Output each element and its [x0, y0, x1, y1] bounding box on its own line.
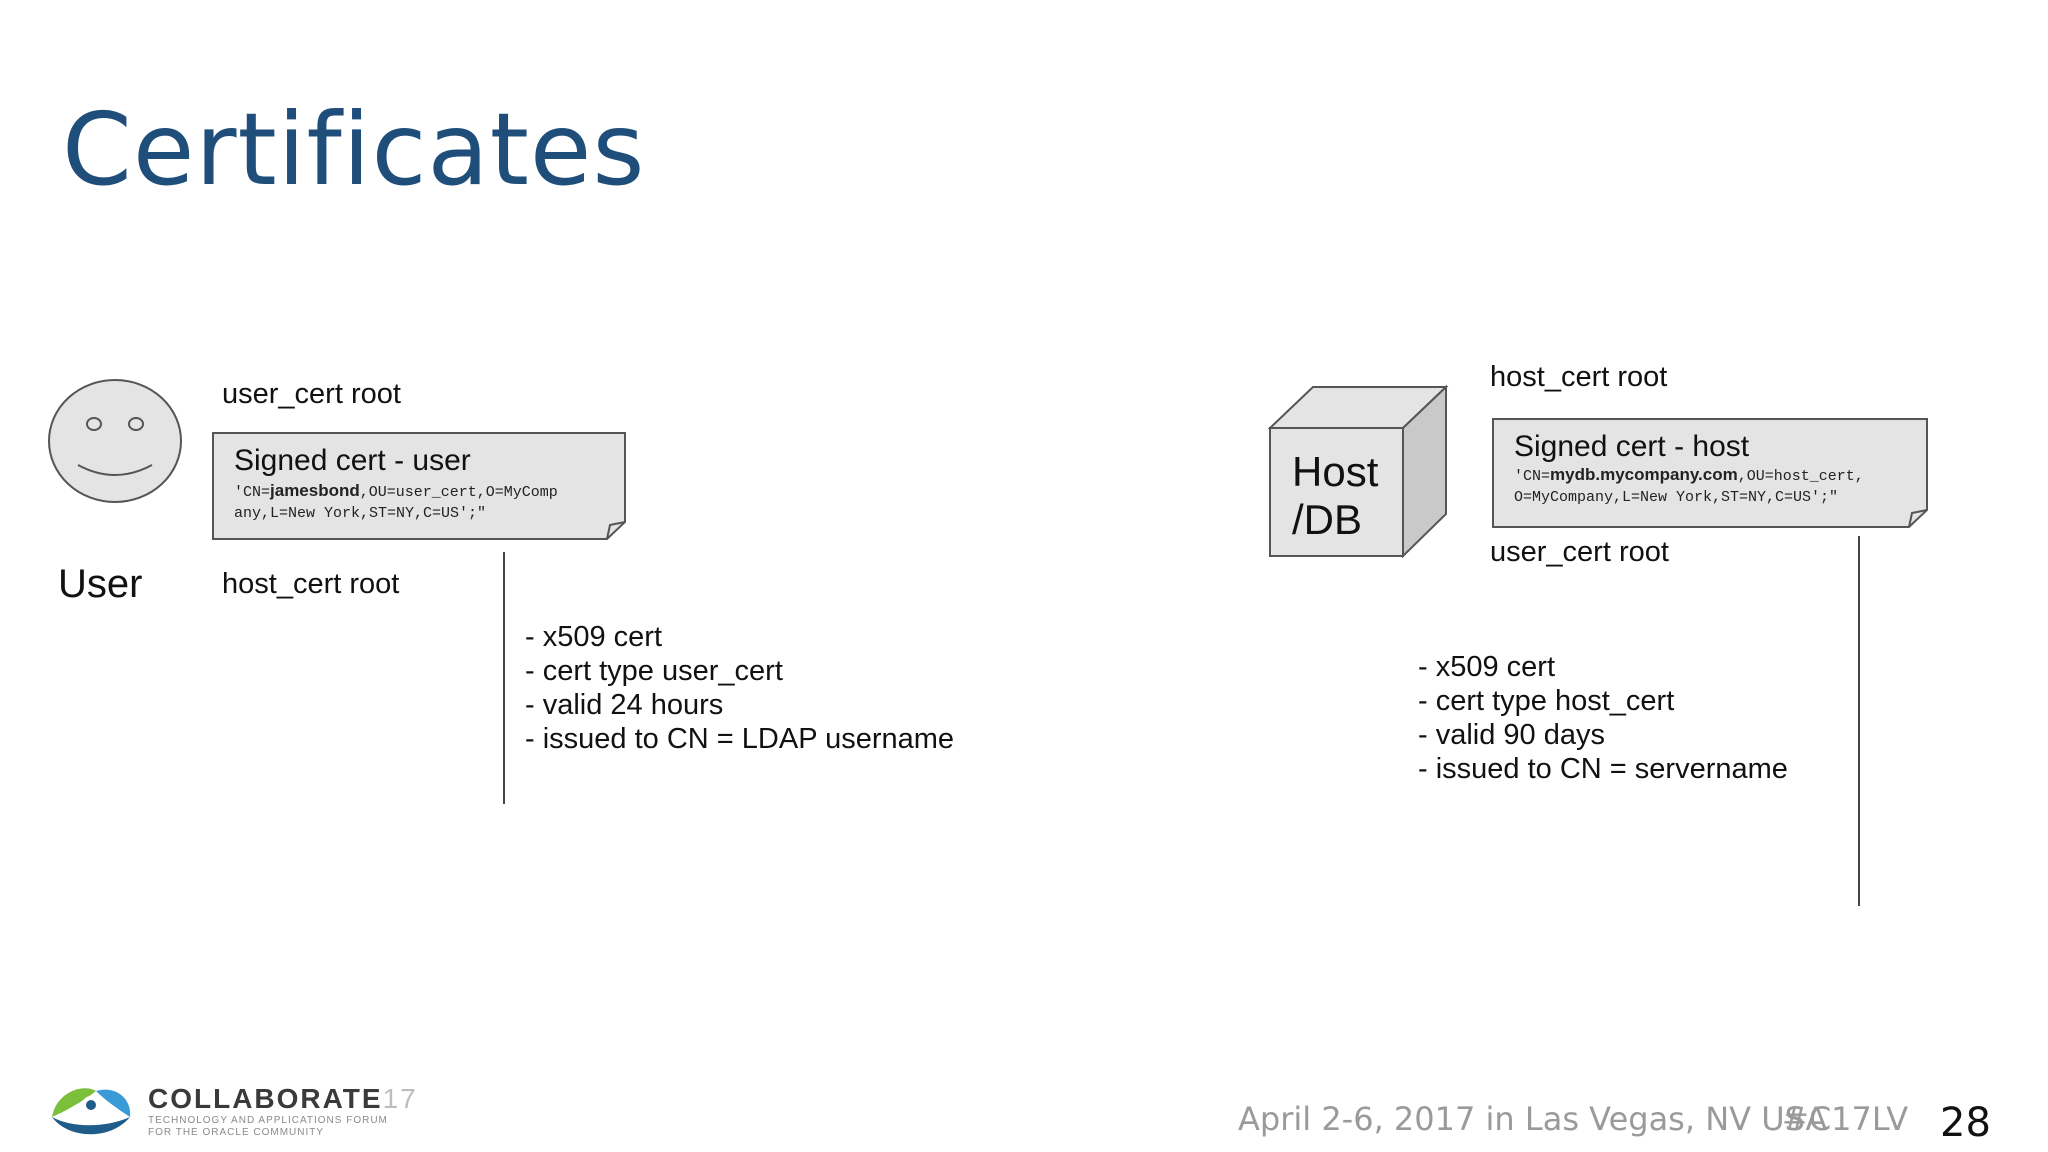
collaborate-logo: COLLABORATE17 TECHNOLOGY AND APPLICATION…	[48, 1075, 448, 1145]
host-bullets: - x509 cert - cert type host_cert - vali…	[1418, 650, 1788, 786]
logo-sub-line2: FOR THE ORACLE COMMUNITY	[148, 1127, 325, 1138]
page-number: 28	[1940, 1100, 1991, 1146]
user-cert-line2: any,L=New York,ST=NY,C=US';"	[234, 505, 487, 522]
user-divider-line	[503, 552, 505, 804]
user-cert-cn-prefix: 'CN=	[234, 484, 271, 501]
user-label: User	[58, 562, 143, 606]
logo-word: COLLABORATE	[148, 1083, 383, 1114]
logo-sub-line1: TECHNOLOGY AND APPLICATIONS FORUM	[148, 1115, 388, 1126]
host-cert-title: Signed cert - host	[1514, 430, 1750, 463]
host-root-top: host_cert root	[1490, 361, 1668, 393]
user-signed-cert: Signed cert - user 'CN=jamesbond,OU=user…	[212, 432, 626, 540]
host-cert-cn: mydb.mycompany.com	[1550, 465, 1738, 484]
host-cert-line2: O=MyCompany,L=New York,ST=NY,C=US';"	[1514, 489, 1839, 506]
user-cert-title: Signed cert - user	[234, 444, 471, 477]
user-bullet: - issued to CN = LDAP username	[525, 723, 955, 755]
host-bullet: - x509 cert	[1418, 651, 1555, 683]
host-cert-cn-prefix: 'CN=	[1514, 468, 1551, 485]
page-title: Certificates	[62, 91, 646, 208]
host-bullet: - cert type host_cert	[1418, 685, 1675, 717]
logo-subtitle: TECHNOLOGY AND APPLICATIONS FORUM FOR TH…	[148, 1115, 388, 1139]
footer-hashtag: #C17LV	[1782, 1100, 1909, 1138]
user-root-bottom: host_cert root	[222, 568, 400, 600]
host-divider-line	[1858, 536, 1860, 906]
host-cert-ou: ,OU=host_cert,	[1737, 468, 1864, 485]
user-bullet: - cert type user_cert	[525, 655, 783, 687]
host-bullet: - issued to CN = servername	[1418, 753, 1788, 785]
host-label: Host /DB	[1292, 448, 1378, 544]
collaborate-logo-icon	[52, 1088, 131, 1135]
host-bullet: - valid 90 days	[1418, 719, 1605, 751]
logo-wordmark: COLLABORATE17	[148, 1083, 418, 1115]
host-cert-detail: 'CN=mydb.mycompany.com,OU=host_cert, O=M…	[1514, 464, 1864, 508]
user-bullet: - x509 cert	[525, 621, 662, 653]
user-bullet: - valid 24 hours	[525, 689, 724, 721]
cert-note-shape	[1492, 418, 1928, 528]
footer-event: April 2-6, 2017 in Las Vegas, NV USA	[1238, 1100, 1828, 1138]
smiley-face-icon	[48, 379, 182, 503]
user-root-top: user_cert root	[222, 378, 401, 410]
host-label-line2: /DB	[1292, 496, 1363, 543]
host-label-line1: Host	[1292, 448, 1379, 495]
user-cert-cn: jamesbond	[270, 481, 360, 500]
user-cert-detail: 'CN=jamesbond,OU=user_cert,O=MyComp any,…	[234, 480, 558, 524]
logo-year: 17	[382, 1083, 418, 1114]
cert-note-shape	[212, 432, 626, 540]
host-root-bottom: user_cert root	[1490, 536, 1669, 568]
cube-icon	[1268, 384, 1449, 559]
user-bullets: - x509 cert - cert type user_cert - vali…	[525, 620, 954, 756]
user-cert-ou: ,OU=user_cert,O=MyComp	[359, 484, 558, 501]
host-signed-cert: Signed cert - host 'CN=mydb.mycompany.co…	[1492, 418, 1928, 528]
